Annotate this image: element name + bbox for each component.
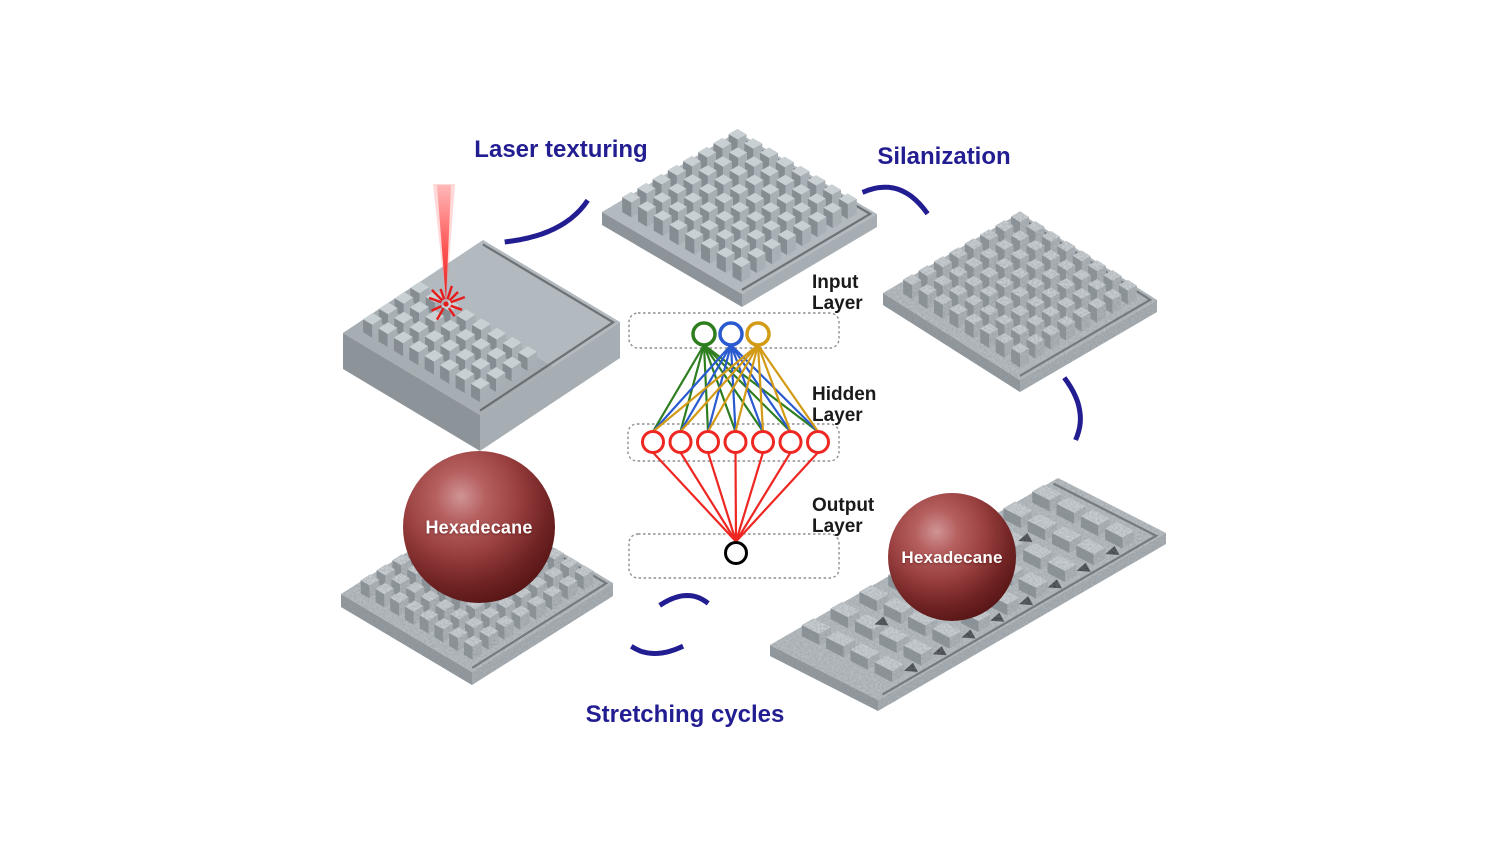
silanized-surface: [883, 211, 1157, 392]
hidden-node: [778, 430, 803, 454]
textured-surface: [602, 128, 877, 307]
hidden-node: [751, 430, 775, 454]
hidden-node: [641, 430, 665, 454]
laser-textured-block: [343, 240, 620, 451]
nn-edge: [679, 344, 759, 433]
nn-edge: [756, 344, 765, 432]
input-layer-label-line2: Layer: [812, 293, 863, 314]
output-layer-label: Output Layer: [812, 495, 874, 537]
output-layer-label-line2: Layer: [812, 516, 863, 537]
nn-edge: [735, 451, 819, 543]
silanization-arrow-icon: [861, 184, 930, 216]
cycle-arrow-right-icon: [658, 593, 710, 608]
laser-texturing-arrow-icon: [504, 198, 590, 245]
nn-edge: [756, 344, 792, 432]
input-node: [745, 321, 771, 347]
hexadecane-droplet-left: [403, 451, 555, 603]
nn-edge: [735, 451, 792, 543]
output-layer-label-line1: Output: [812, 495, 875, 516]
nn-edge: [707, 344, 759, 433]
nn-edge: [679, 451, 737, 543]
nn-edge: [734, 452, 738, 542]
silanization-label: Silanization: [877, 143, 1011, 170]
nn-edge: [652, 451, 737, 543]
hidden-layer-label-line1: Hidden: [812, 384, 877, 405]
to-stretching-arrow-icon: [1062, 376, 1083, 441]
hexadecane-droplet-left-label: Hexadecane: [425, 517, 533, 538]
laser-texturing-label: Laser texturing: [474, 136, 648, 163]
nn-edge: [734, 344, 760, 432]
nn-edge: [652, 344, 732, 433]
hidden-layer-label-line2: Layer: [812, 405, 863, 426]
output-node: [724, 541, 748, 565]
input-layer-label: Input Layer: [812, 272, 863, 314]
nn-edge: [706, 452, 738, 542]
nn-edge: [734, 452, 765, 542]
input-layer-box: [628, 312, 840, 349]
input-node: [691, 321, 717, 347]
neural-network: [627, 312, 840, 579]
hidden-layer-label: Hidden Layer: [812, 384, 876, 426]
hidden-node: [668, 430, 693, 454]
hexadecane-droplet-right: [888, 493, 1016, 621]
input-layer-label-line1: Input: [812, 272, 859, 293]
nn-edge: [652, 344, 759, 433]
nn-edge: [652, 344, 705, 433]
hidden-node: [723, 430, 748, 454]
hexadecane-droplet-right-label: Hexadecane: [901, 548, 1003, 567]
hidden-node: [806, 430, 830, 454]
input-node: [718, 321, 744, 347]
nn-edge: [757, 344, 819, 433]
stretching-cycles-label: Stretching cycles: [585, 701, 785, 728]
cycle-arrow-left-icon: [630, 643, 685, 656]
laser-beam-icon: [428, 184, 466, 321]
hidden-node: [696, 430, 720, 454]
